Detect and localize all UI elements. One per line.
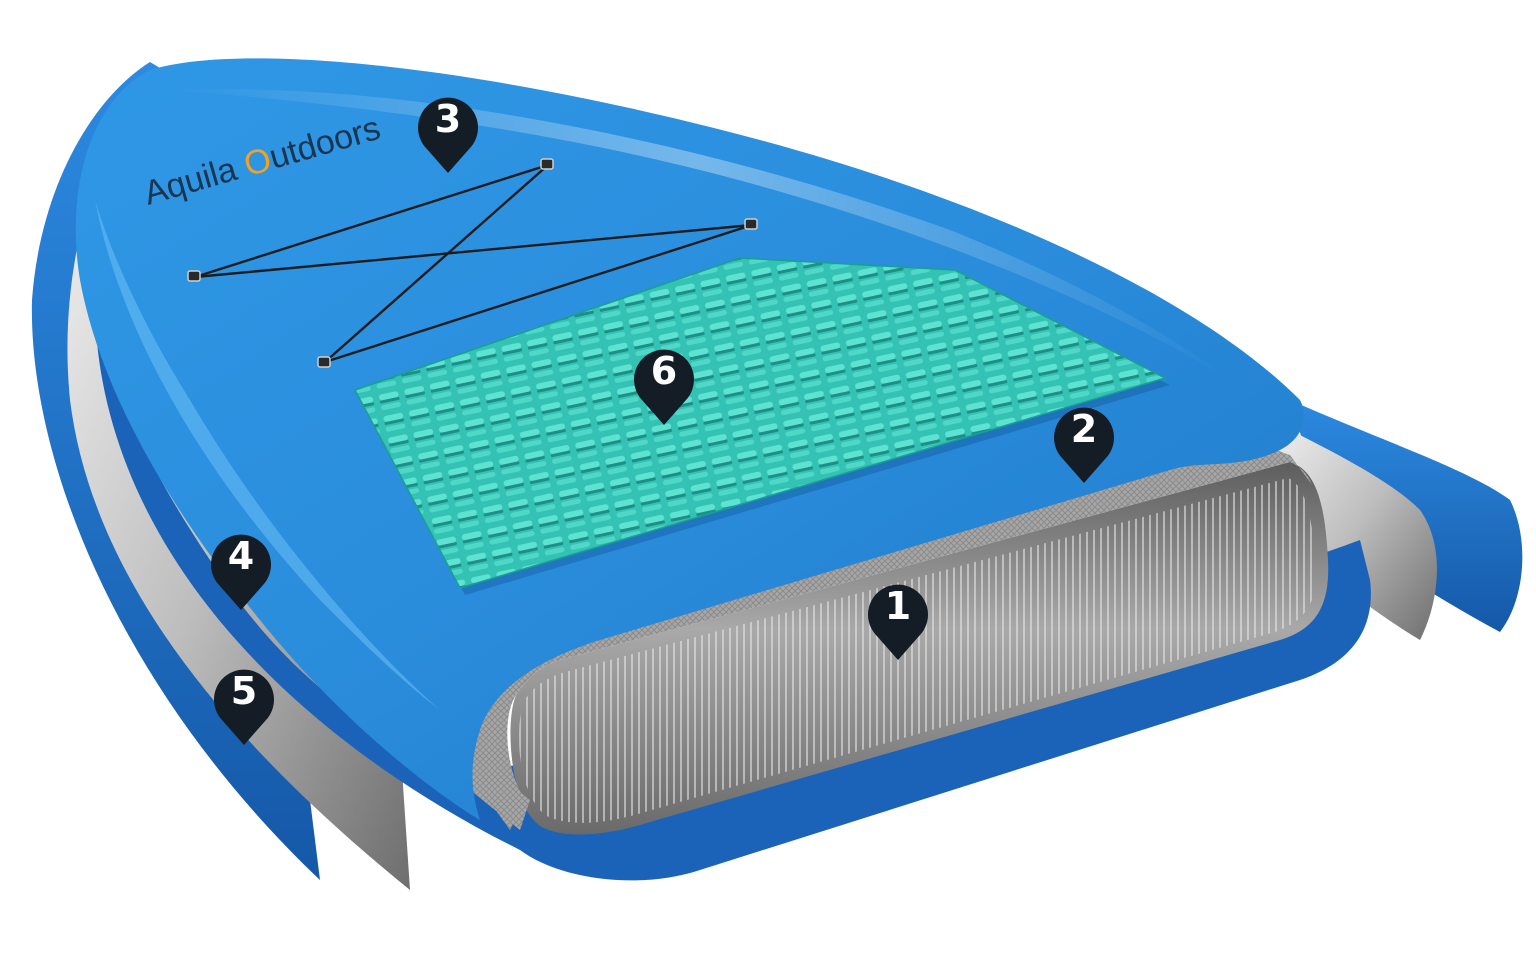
callout-number-1: 1 [885,584,911,628]
bungee-anchor [745,219,757,229]
bungee-anchor [541,159,553,169]
bungee-anchor [318,357,330,367]
callout-number-6: 6 [651,349,677,393]
bungee-anchor [188,271,200,281]
callout-number-3: 3 [435,97,461,141]
callout-number-2: 2 [1071,407,1097,451]
callout-number-4: 4 [228,534,254,578]
callout-number-5: 5 [231,669,257,713]
